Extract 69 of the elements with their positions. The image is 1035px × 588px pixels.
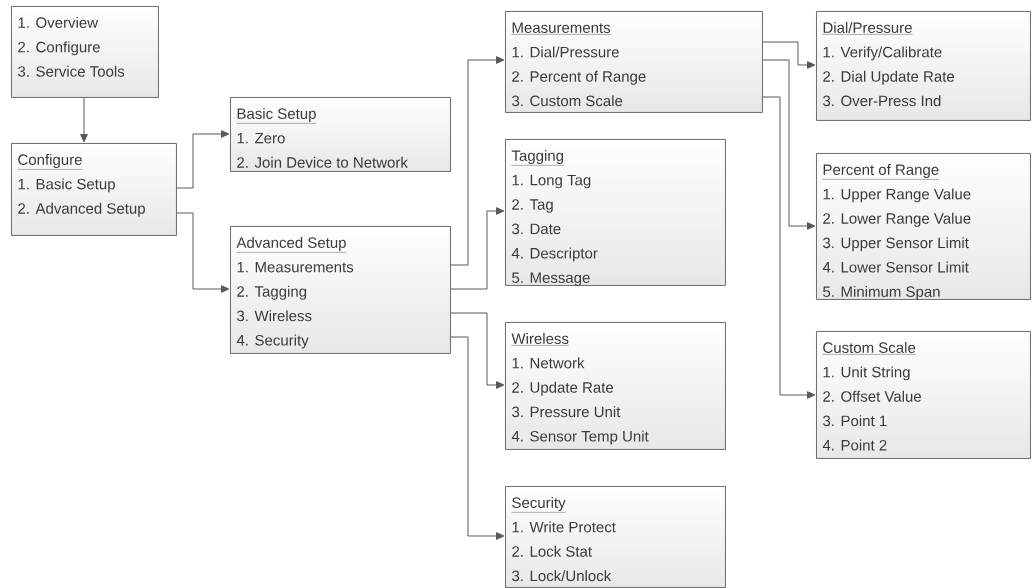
menu-item: 1. Write Protect xyxy=(512,521,616,533)
menu-item: 2. Tagging xyxy=(237,285,307,300)
menu-item: 1. Unit String xyxy=(823,366,910,381)
menu-item: 3. Date xyxy=(512,223,561,235)
menu-item: 2. Update Rate xyxy=(512,381,614,396)
menu-item: 2. Lock Stat xyxy=(512,545,592,557)
menu-heading: Custom Scale xyxy=(822,342,917,355)
menu-item: 4. Descriptor xyxy=(511,247,598,262)
menu-item: 1. Basic Setup xyxy=(18,178,115,193)
menu-heading: Percent of Range xyxy=(822,164,940,180)
arrow xyxy=(176,212,230,293)
menu-heading: Advanced Setup xyxy=(236,237,347,253)
menu-heading: Tagging xyxy=(511,150,565,166)
menu-box xyxy=(11,6,159,98)
menu-item: 4. Security xyxy=(236,334,309,349)
menu-item: 4. Point 2 xyxy=(822,439,887,451)
menu-item: 3. Wireless xyxy=(237,310,312,322)
arrow xyxy=(762,59,816,230)
menu-box xyxy=(11,143,177,236)
menu-item: 3. Custom Scale xyxy=(512,95,623,107)
menu-box xyxy=(816,11,1031,121)
menu-heading: Configure xyxy=(17,154,83,170)
menu-item: 2. Offset Value xyxy=(823,390,921,402)
menu-box xyxy=(505,139,726,286)
menu-heading: Security xyxy=(511,496,566,513)
arrow xyxy=(450,207,505,290)
menu-heading: Dial/Pressure xyxy=(822,22,913,35)
menu-item: 1. Overview xyxy=(18,17,99,28)
arrow xyxy=(450,336,505,540)
menu-item: 3. Point 1 xyxy=(823,415,887,427)
menu-box xyxy=(230,226,451,354)
menu-item: 4. Sensor Temp Unit xyxy=(511,430,649,445)
menu-heading: Basic Setup xyxy=(236,108,317,124)
menu-box xyxy=(505,322,726,450)
menu-heading: Wireless xyxy=(511,332,570,346)
menu-item: 2. Configure xyxy=(18,41,100,56)
menu-item: 2. Dial Update Rate xyxy=(823,70,955,85)
menu-item: 1. Long Tag xyxy=(512,174,591,189)
menu-item: 2. Advanced Setup xyxy=(18,202,145,217)
arrow xyxy=(762,96,816,399)
menu-box xyxy=(230,97,451,172)
menu-item: 1. Verify/Calibrate xyxy=(823,46,942,61)
menu-item: 2. Lower Range Value xyxy=(823,212,971,227)
menu-box xyxy=(505,11,763,113)
menu-item: 3. Service Tools xyxy=(18,65,125,77)
arrow xyxy=(450,312,505,389)
menu-heading: Measurements xyxy=(511,22,611,35)
arrow xyxy=(176,130,230,189)
menu-box xyxy=(816,331,1031,459)
menu-item: 5. Message xyxy=(512,272,590,286)
arrow xyxy=(80,97,88,143)
menu-item: 2. Percent of Range xyxy=(512,70,646,85)
menu-item: 2. Join Device to Network xyxy=(237,156,408,168)
menu-item: 3. Lock/Unlock xyxy=(512,570,612,582)
menu-item: 1. Measurements xyxy=(237,261,354,273)
menu-item: 1. Network xyxy=(512,357,585,369)
arrow xyxy=(762,41,816,69)
menu-item: 1. Zero xyxy=(237,132,285,144)
menu-box xyxy=(505,486,726,588)
menu-item: 3. Over-Press Ind xyxy=(823,95,941,107)
menu-item: 2. Tag xyxy=(512,199,553,213)
menu-item: 3. Pressure Unit xyxy=(512,406,621,418)
menu-item: 5. Minimum Span xyxy=(823,285,940,300)
arrow xyxy=(450,56,505,266)
menu-box xyxy=(816,153,1031,300)
menu-item: 1. Dial/Pressure xyxy=(512,46,619,58)
menu-item: 4. Lower Sensor Limit xyxy=(822,261,969,273)
menu-item: 3. Upper Sensor Limit xyxy=(823,237,969,252)
menu-item: 1. Upper Range Value xyxy=(823,188,971,203)
